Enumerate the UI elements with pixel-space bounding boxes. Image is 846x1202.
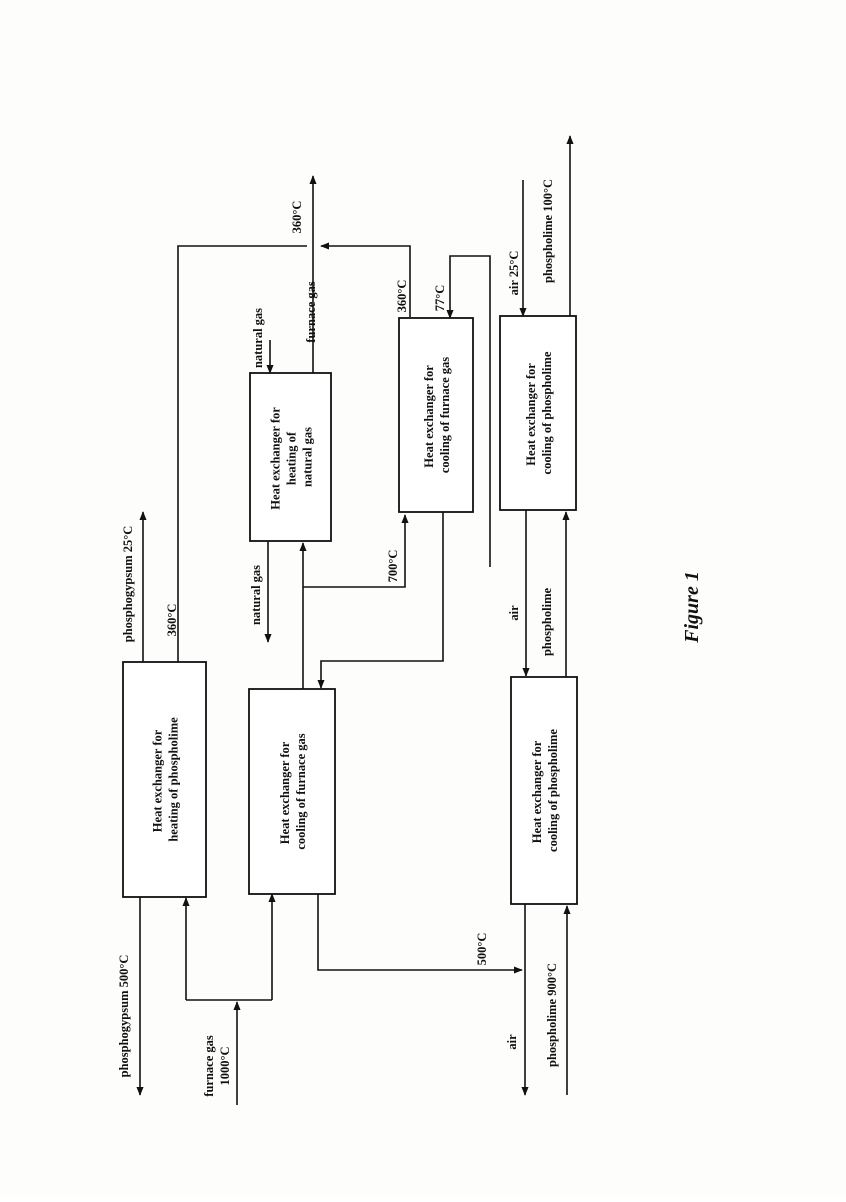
hx2-label-line1: Heat exchanger for bbox=[278, 741, 292, 844]
phospholime-outlet-label: phospholime 100°C bbox=[541, 179, 555, 283]
hx-heating-natural-gas: Heat exchanger for heating of natural ga… bbox=[249, 372, 332, 542]
furnace-gas-exit-label: furnace gas bbox=[304, 281, 318, 343]
hx5-label-line2: cooling of phospholime bbox=[540, 351, 554, 474]
phosphogypsum-outlet-label: phosphogypsum 25°C bbox=[121, 526, 135, 643]
hx-heating-phospholime: Heat exchanger for heating of phospholim… bbox=[122, 661, 207, 898]
svg-text:Heat exchanger for heati: Heat exchanger for heating of phospholim… bbox=[151, 717, 181, 842]
hx4-label-line2: cooling of furnace gas bbox=[438, 357, 452, 473]
hx3-label-line2: heating of bbox=[285, 431, 299, 485]
hx4-exhaust-line bbox=[320, 242, 411, 317]
natural-gas-outlet-label: natural gas bbox=[249, 565, 263, 625]
figure-caption: Figure 1 bbox=[681, 571, 703, 644]
temp-360-label-c: 360°C bbox=[395, 280, 409, 313]
svg-text:Heat exchanger for cooli: Heat exchanger for cooling of phospholim… bbox=[530, 729, 560, 852]
hx-cooling-phospholime-1: Heat exchanger for cooling of phospholim… bbox=[499, 315, 577, 511]
svg-text:Heat exchanger for cooli: Heat exchanger for cooling of furnace ga… bbox=[422, 357, 452, 473]
hx6-label-line1: Heat exchanger for bbox=[530, 740, 544, 843]
temp-500-label: 500°C bbox=[475, 933, 489, 966]
phospholime-transfer-label: phospholime bbox=[540, 588, 554, 657]
hx3-label-line1: Heat exchanger for bbox=[269, 407, 283, 510]
hx5-label-line1: Heat exchanger for bbox=[524, 363, 538, 466]
air-inlet-label: air 25°C bbox=[507, 251, 521, 296]
air-outlet-label: air bbox=[505, 1034, 519, 1050]
hx2-outlet-line bbox=[317, 894, 523, 974]
hx4-label-line1: Heat exchanger for bbox=[422, 365, 436, 468]
natural-gas-inlet-label: natural gas bbox=[251, 308, 265, 368]
svg-text:Heat exchanger for heati: Heat exchanger for heating of natural ga… bbox=[269, 404, 315, 509]
hx1-exhaust-line bbox=[177, 245, 307, 662]
hx3-label-line3: natural gas bbox=[301, 427, 315, 487]
hx-cooling-furnace-gas-2: Heat exchanger for cooling of furnace ga… bbox=[398, 317, 474, 513]
phospholime-inlet-label: phospholime 900°C bbox=[545, 963, 559, 1067]
air-transfer-label: air bbox=[507, 605, 521, 621]
temp-360-label-b: 360°C bbox=[290, 201, 304, 234]
svg-text:Heat exchanger for cooli: Heat exchanger for cooling of phospholim… bbox=[524, 351, 554, 474]
air-loop-line bbox=[446, 255, 491, 567]
furnace-gas-temp-label: 1000°C bbox=[218, 1046, 232, 1085]
hx-cooling-phospholime-2: Heat exchanger for cooling of phospholim… bbox=[510, 676, 578, 905]
hx1-label-line1: Heat exchanger for bbox=[151, 729, 165, 832]
temp-700-label: 700°C bbox=[386, 550, 400, 583]
furnace-gas-inlet-label: furnace gas bbox=[202, 1035, 216, 1097]
cooled-gas-return-line bbox=[317, 512, 444, 689]
phosphogypsum-inlet-label: phosphogypsum 500°C bbox=[117, 955, 131, 1078]
temp-77-label: 77°C bbox=[433, 285, 447, 312]
temp-360-label-a: 360°C bbox=[165, 604, 179, 637]
hx-cooling-furnace-gas-1: Heat exchanger for cooling of furnace ga… bbox=[248, 688, 336, 895]
svg-text:Heat exchanger for cooli: Heat exchanger for cooling of furnace ga… bbox=[278, 733, 308, 849]
hx1-label-line2: heating of phospholime bbox=[167, 717, 181, 842]
hot-gas-branch-line bbox=[303, 514, 409, 588]
hx6-label-line2: cooling of phospholime bbox=[546, 729, 560, 852]
hx2-label-line2: cooling of furnace gas bbox=[294, 733, 308, 849]
